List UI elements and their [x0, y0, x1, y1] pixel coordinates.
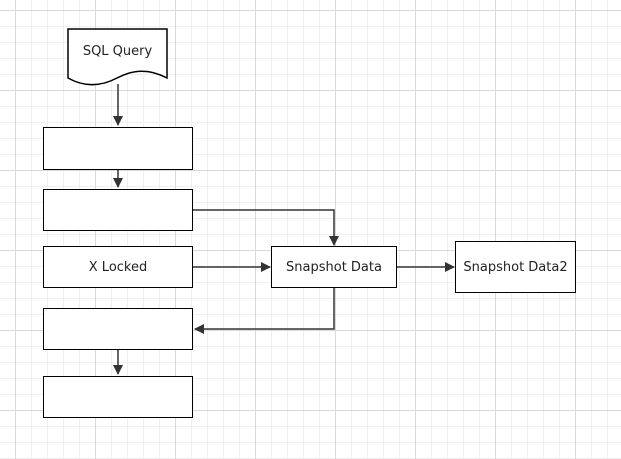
edge-step2-to-snapshot: [193, 209, 339, 246]
process-box-4[interactable]: [43, 308, 193, 350]
sql-query-label: SQL Query: [82, 43, 153, 59]
edge-snapshot-to-step4: [194, 288, 335, 334]
snapshot-data2-box[interactable]: Snapshot Data2: [455, 241, 576, 293]
process-box-2[interactable]: [43, 189, 193, 231]
sql-query-document-node[interactable]: SQL Query: [67, 28, 168, 86]
process-box-1[interactable]: [43, 127, 193, 170]
x-locked-box[interactable]: X Locked: [43, 246, 193, 288]
process-box-5[interactable]: [43, 376, 193, 418]
snapshot-data-box[interactable]: Snapshot Data: [271, 246, 397, 288]
document-shape-icon: [67, 28, 168, 86]
